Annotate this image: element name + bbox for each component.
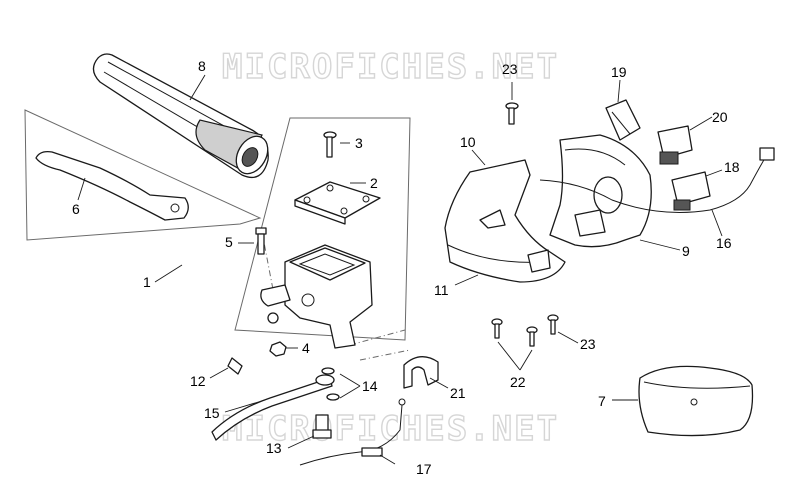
label-23-right: 23 — [580, 336, 596, 352]
washer-part-14b — [326, 393, 340, 401]
group-frame-lever — [24, 109, 262, 241]
clamp-part-21 — [403, 356, 439, 389]
screw-part-3 — [323, 131, 337, 158]
screw-part-23-top — [505, 102, 519, 125]
grip-part — [92, 53, 269, 179]
label-9: 9 — [682, 243, 690, 259]
label-22: 22 — [510, 374, 526, 390]
screw-part-22a — [491, 318, 503, 339]
label-14: 14 — [362, 378, 378, 394]
label-19: 19 — [611, 64, 627, 80]
screw-part-23-right — [547, 314, 559, 335]
switch-housing-front-part — [444, 159, 566, 283]
label-13: 13 — [266, 440, 282, 456]
label-17: 17 — [416, 461, 432, 477]
switch-housing-rear-part — [549, 134, 652, 248]
leader-lines — [77, 74, 723, 465]
nut-part-4 — [269, 341, 287, 357]
switch-part-18 — [671, 171, 711, 211]
part-numbers: 8 6 3 2 5 1 4 12 15 13 14 17 21 10 11 9 … — [72, 58, 740, 477]
switch-part-20 — [657, 125, 693, 165]
banjo-bolt-part — [312, 414, 332, 439]
cover-part-7 — [638, 365, 754, 437]
label-11: 11 — [434, 282, 449, 298]
bleed-valve-part — [227, 357, 243, 375]
brake-hose-part — [211, 374, 335, 441]
label-12: 12 — [190, 373, 206, 389]
label-23-top: 23 — [502, 61, 518, 77]
label-5: 5 — [225, 234, 233, 250]
label-21: 21 — [450, 385, 466, 401]
label-1: 1 — [143, 274, 151, 290]
watermark-top: MICROFICHES.NET — [222, 47, 559, 87]
label-7: 7 — [598, 393, 606, 409]
label-6: 6 — [72, 201, 80, 217]
bolt-part-5 — [255, 227, 267, 255]
label-8: 8 — [198, 58, 206, 74]
label-18: 18 — [724, 159, 740, 175]
screw-part-22b — [526, 326, 538, 347]
label-2: 2 — [370, 175, 378, 191]
label-3: 3 — [355, 135, 363, 151]
switch-part-19 — [605, 99, 641, 141]
label-16: 16 — [716, 235, 732, 251]
brake-lever-part — [35, 150, 189, 221]
watermark-bottom: MICROFICHES.NET — [222, 409, 559, 449]
label-10: 10 — [460, 134, 476, 150]
washer-part-14a — [321, 367, 335, 375]
label-20: 20 — [712, 109, 728, 125]
reservoir-cover-part — [294, 181, 381, 225]
label-4: 4 — [302, 340, 310, 356]
group-frame-master-cylinder — [234, 117, 411, 341]
wiring-harness-part — [539, 147, 775, 213]
label-15: 15 — [204, 405, 220, 421]
master-cylinder-part — [260, 244, 373, 349]
